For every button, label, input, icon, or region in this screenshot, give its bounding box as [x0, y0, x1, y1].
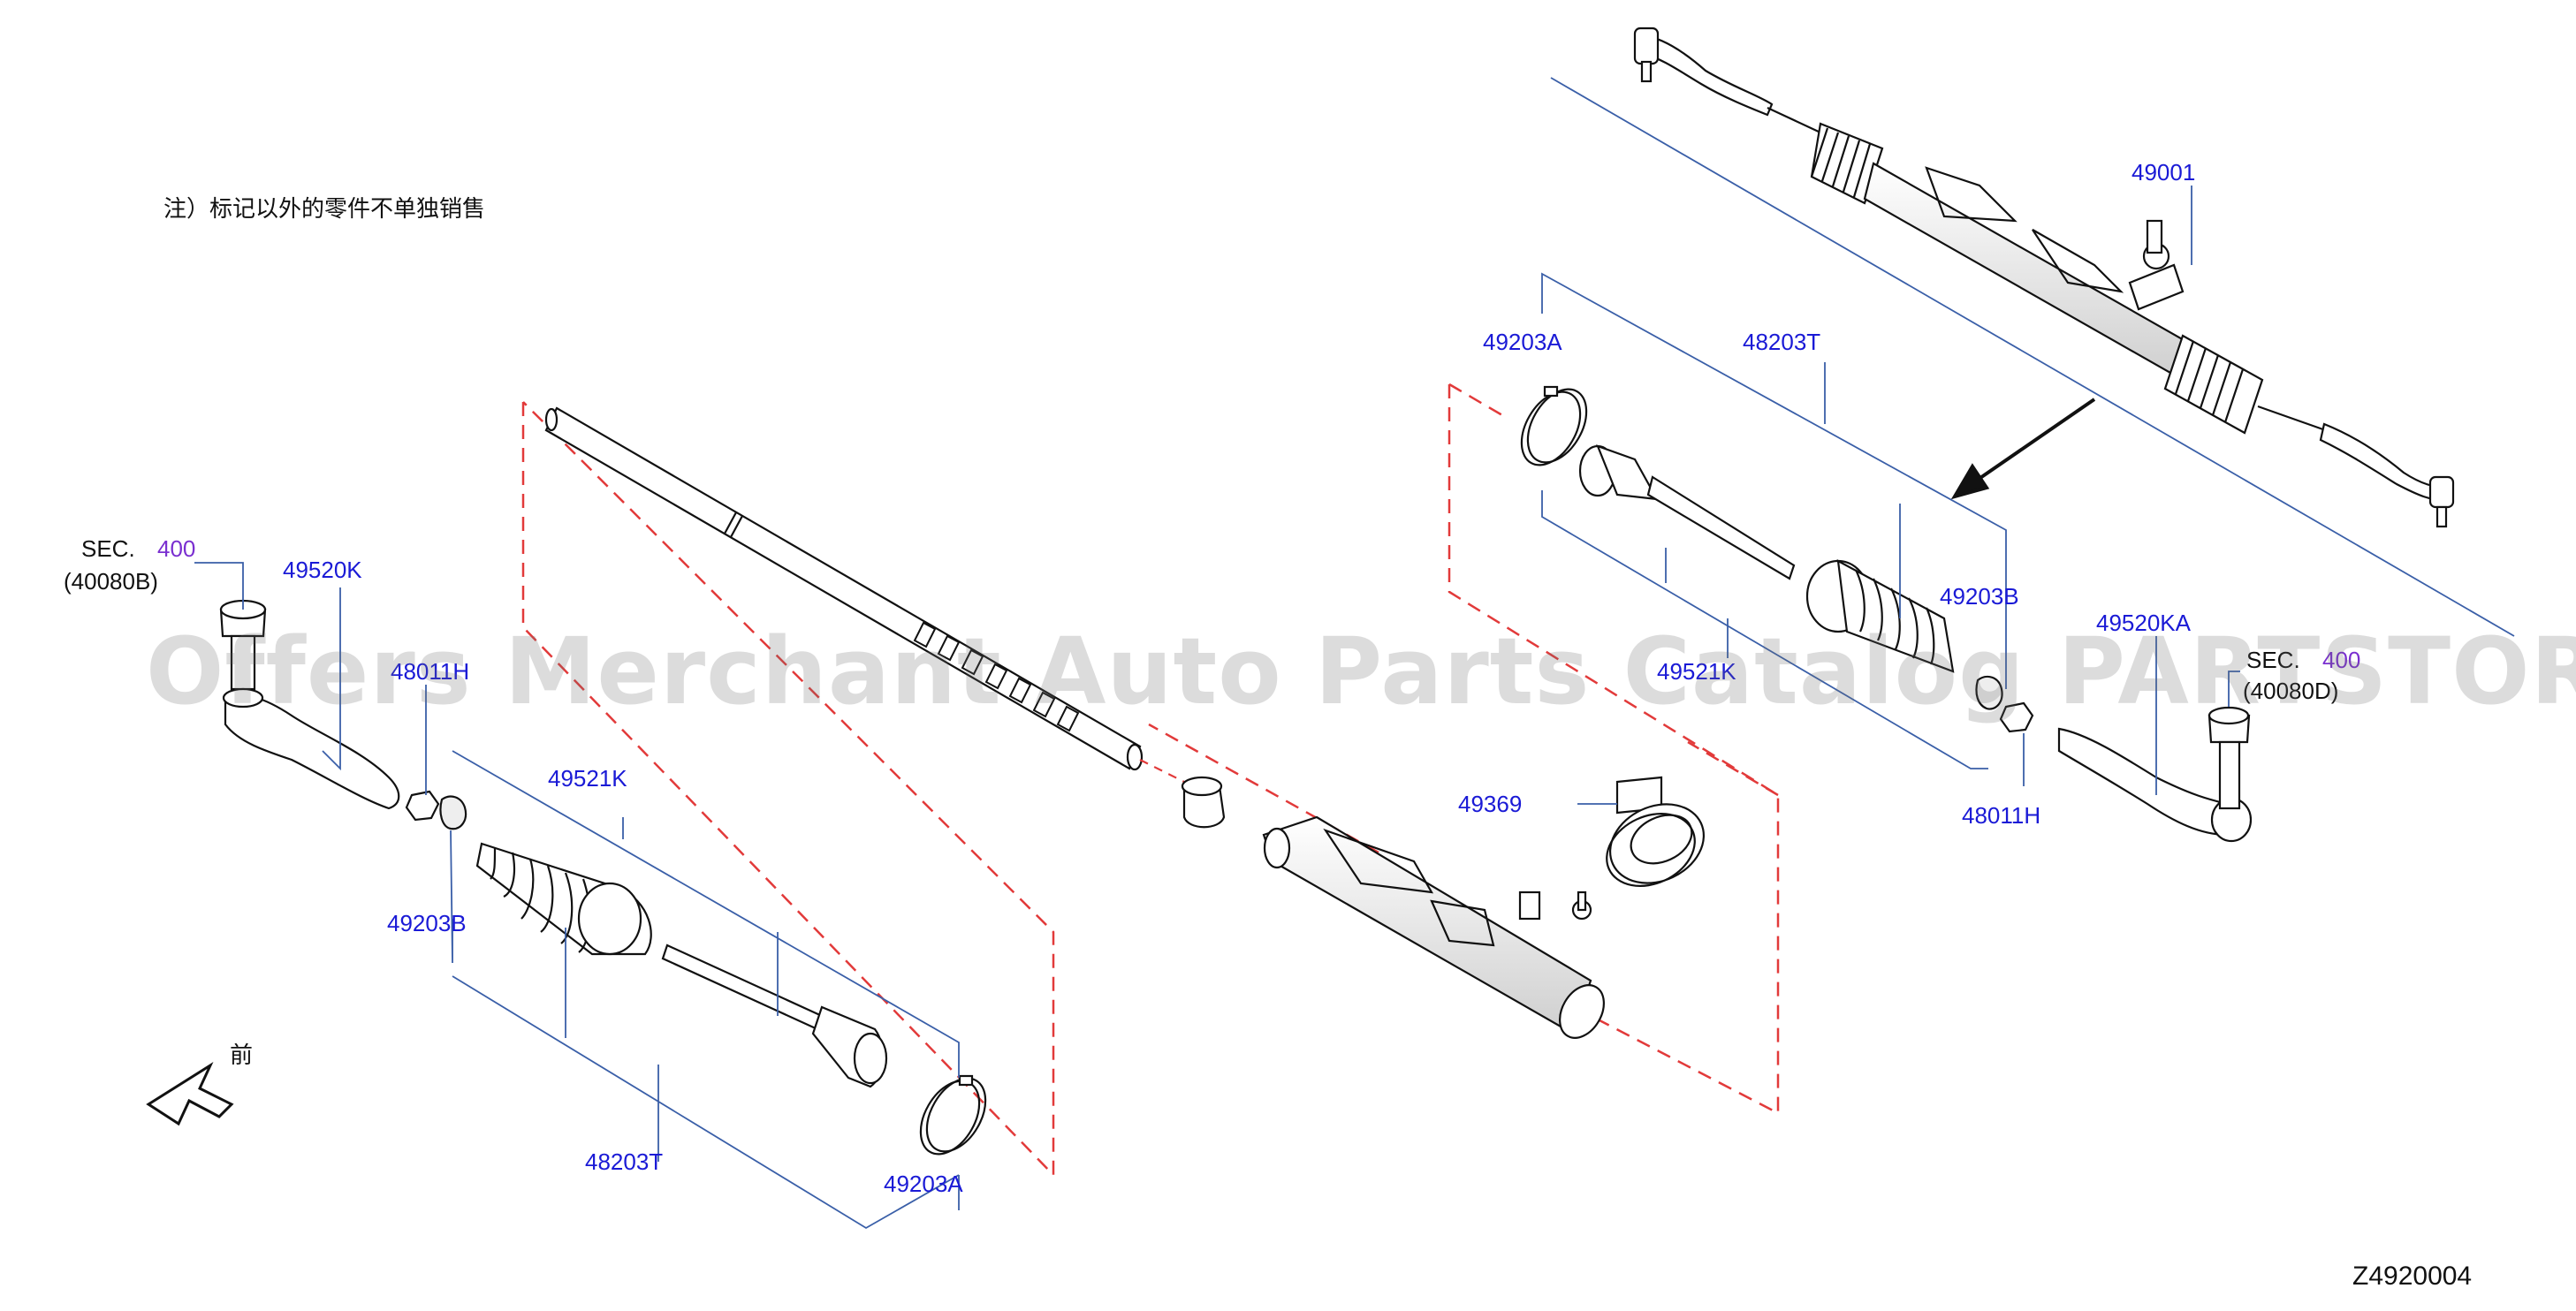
seal-drawing	[1606, 776, 1706, 887]
front-direction-arrow-drawing	[146, 1062, 234, 1126]
steering-gear-assembly-drawing	[1550, 27, 2515, 637]
dashed-frame-left	[521, 401, 1055, 1178]
part-label-48011h-right[interactable]: 48011H	[1962, 802, 2041, 829]
right-inner-rod-drawing	[1578, 444, 1796, 580]
part-label-49001[interactable]: 49001	[2131, 159, 2196, 186]
part-label-49203a-left[interactable]: 49203A	[884, 1171, 963, 1197]
sec-right-ref: (40080D)	[2243, 678, 2339, 704]
left-inner-rod-drawing	[661, 943, 888, 1088]
sec-left-number[interactable]: 400	[157, 535, 196, 562]
left-bellows-drawing	[475, 842, 652, 956]
assembly-note: 注）标记以外的零件不单独销售	[163, 196, 486, 223]
part-label-49521k-left[interactable]: 49521K	[548, 765, 627, 792]
watermark: Offers Merchant Auto Parts Catalog PARTS…	[146, 618, 2576, 725]
part-label-49520ka[interactable]: 49520KA	[2096, 610, 2191, 636]
dashed-frame-right	[1148, 383, 1780, 1116]
left-clamp-drawing	[919, 1074, 987, 1156]
part-label-49369[interactable]: 49369	[1458, 791, 1523, 817]
part-label-49520k[interactable]: 49520K	[283, 557, 362, 583]
sec-left-ref: (40080B)	[64, 568, 158, 595]
gear-housing-drawing	[1262, 815, 1605, 1039]
sec-right-number[interactable]: 400	[2322, 647, 2361, 673]
part-label-49203a-right[interactable]: 49203A	[1483, 329, 1562, 355]
right-bellows-drawing	[1805, 559, 1955, 673]
sec-left-prefix: SEC.	[81, 535, 135, 562]
part-label-49203b-right[interactable]: 49203B	[1940, 583, 2019, 610]
part-label-48203t-right[interactable]: 48203T	[1743, 329, 1821, 355]
exploded-view-arrow	[1950, 398, 2096, 500]
right-nut-drawing	[1975, 675, 2034, 733]
callout-lines	[194, 186, 2240, 1230]
sec-right-prefix: SEC.	[2246, 647, 2300, 673]
part-label-49521k-right[interactable]: 49521K	[1657, 658, 1736, 685]
bushing-drawing	[1181, 776, 1226, 829]
right-tie-rod-end-drawing	[2057, 706, 2253, 843]
right-clamp-drawing	[1520, 385, 1588, 466]
part-label-48203t-left[interactable]: 48203T	[585, 1148, 664, 1175]
part-label-49203b-left[interactable]: 49203B	[387, 910, 467, 936]
diagram-code: Z4920004	[2352, 1262, 2473, 1291]
left-nut-drawing	[405, 790, 467, 830]
front-direction-label: 前	[230, 1042, 254, 1069]
part-label-48011h-left[interactable]: 48011H	[391, 658, 470, 685]
rack-bar-drawing	[544, 406, 1194, 787]
